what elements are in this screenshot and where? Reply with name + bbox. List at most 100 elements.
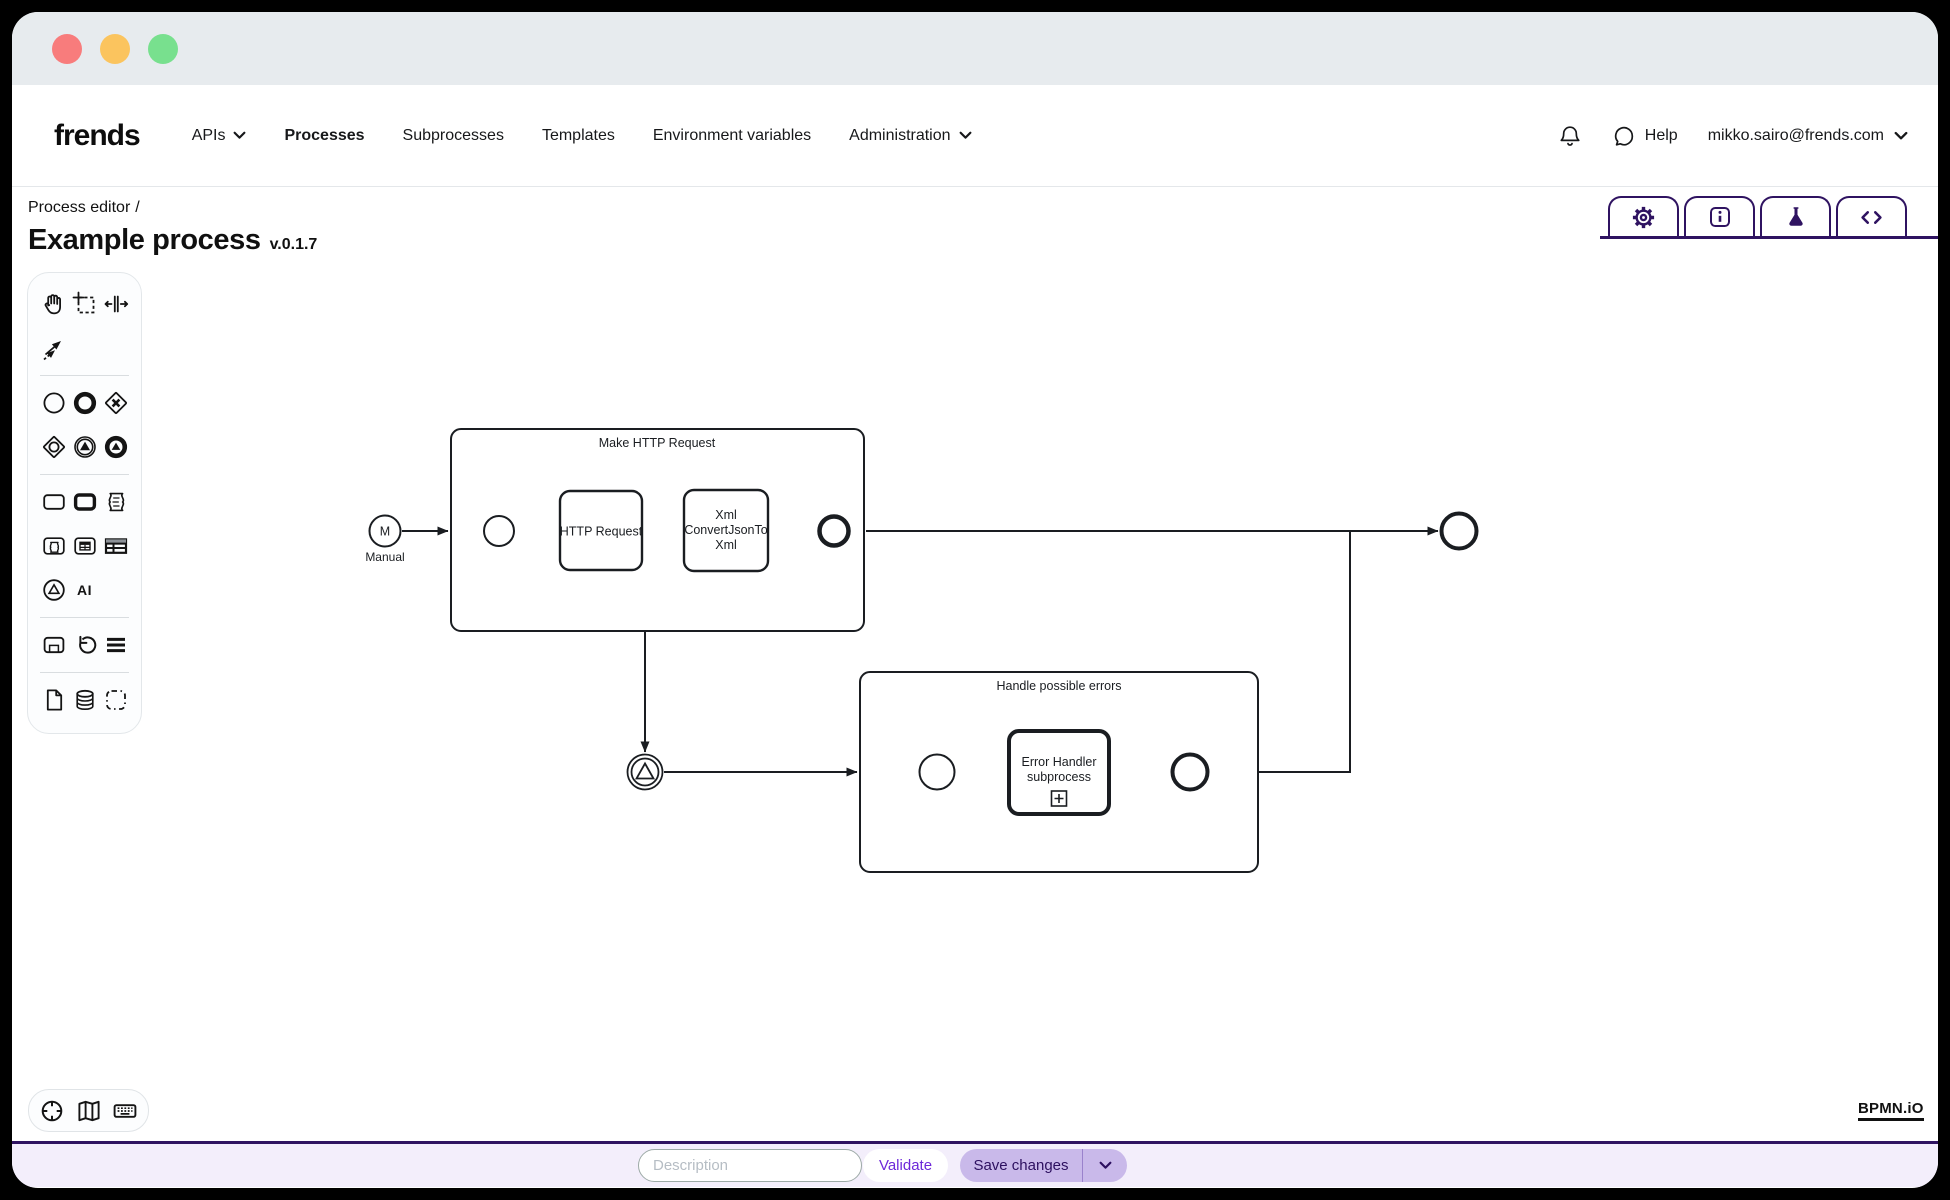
chevron-down-icon <box>959 131 971 139</box>
nav-item-processes[interactable]: Processes <box>284 126 365 144</box>
window-titlebar <box>12 12 1938 85</box>
save-options-dropdown[interactable] <box>1083 1149 1127 1182</box>
svg-text:ConvertJsonTo: ConvertJsonTo <box>684 523 767 537</box>
palette-script-task[interactable] <box>39 531 69 561</box>
menu-icon <box>106 637 125 653</box>
database-icon <box>75 689 94 710</box>
bell-icon <box>1560 125 1580 146</box>
signal-end-icon <box>104 435 127 459</box>
palette-save-state[interactable] <box>39 630 69 660</box>
chat-bubble-icon <box>1614 126 1633 146</box>
tab-settings[interactable] <box>1608 196 1679 236</box>
palette-ai-task[interactable]: AI <box>70 575 100 605</box>
palette-database[interactable] <box>70 685 100 715</box>
process-version: v.0.1.7 <box>269 236 318 253</box>
save-divider <box>1082 1149 1083 1182</box>
palette-file[interactable] <box>39 685 69 715</box>
svg-text:Handle possible errors: Handle possible errors <box>996 679 1121 693</box>
end-event-final[interactable] <box>1439 511 1479 551</box>
start-event-error[interactable] <box>918 753 956 791</box>
close-window-button[interactable] <box>52 33 82 64</box>
map-icon <box>77 1100 100 1121</box>
task-icon <box>42 494 65 510</box>
call-activity-icon <box>73 493 96 511</box>
bpmn-diagram: M Manual Make HTTP Request HTTP Request <box>365 428 1479 873</box>
palette-signal-end-event[interactable] <box>101 432 131 462</box>
user-menu[interactable]: mikko.sairo@frends.com <box>1708 127 1908 145</box>
palette-exclusive-gateway[interactable] <box>101 388 131 418</box>
crosshair-icon <box>41 1100 63 1121</box>
space-tool-icon <box>104 295 128 313</box>
nav-item-templates[interactable]: Templates <box>541 126 615 144</box>
tab-test[interactable] <box>1760 196 1831 236</box>
reset-viewport-button[interactable] <box>38 1097 66 1125</box>
tab-code[interactable] <box>1836 196 1907 236</box>
user-email: mikko.sairo@frends.com <box>1707 126 1884 144</box>
bpmn-palette: AI <box>27 272 142 734</box>
zoom-window-button[interactable] <box>148 33 178 64</box>
task-http-request[interactable]: HTTP Request <box>558 489 644 572</box>
minimap-button[interactable] <box>75 1097 103 1125</box>
ai-icon: AI <box>77 582 92 598</box>
palette-start-event[interactable] <box>39 388 69 418</box>
start-event-inner[interactable] <box>483 515 515 547</box>
palette-script[interactable] <box>101 487 131 517</box>
subprocess-make-http-request[interactable]: Make HTTP Request <box>450 428 865 632</box>
signal-catch-event[interactable] <box>626 753 664 791</box>
tab-info[interactable] <box>1684 196 1755 236</box>
lasso-tool[interactable] <box>70 289 100 319</box>
lasso-icon <box>72 291 94 314</box>
palette-decision-task[interactable] <box>70 531 100 561</box>
nav-item-environment-variables[interactable]: Environment variables <box>652 126 812 144</box>
description-input[interactable] <box>638 1149 862 1182</box>
start-event-manual[interactable]: M Manual <box>365 514 405 565</box>
keyboard-shortcuts-button[interactable] <box>111 1097 139 1125</box>
chevron-down-icon <box>1894 131 1908 139</box>
svg-text:Xml: Xml <box>715 538 737 552</box>
hand-tool[interactable] <box>39 289 69 319</box>
save-changes-button[interactable]: Save changes <box>960 1149 1082 1182</box>
palette-inclusive-gateway[interactable] <box>39 432 69 462</box>
svg-text:Make HTTP Request: Make HTTP Request <box>599 436 716 450</box>
nav-items: APIs Processes Subprocesses Templates En… <box>192 127 972 145</box>
svg-text:M: M <box>380 525 390 539</box>
task-xml-convert[interactable]: Xml ConvertJsonTo Xml <box>682 488 770 573</box>
palette-call-activity[interactable] <box>70 487 100 517</box>
nav-item-apis[interactable]: APIs <box>192 127 247 145</box>
expand-marker[interactable] <box>1050 790 1068 807</box>
svg-text:Error Handler: Error Handler <box>1021 755 1096 769</box>
nav-item-subprocesses[interactable]: Subprocesses <box>402 126 504 144</box>
palette-decision-table[interactable] <box>101 531 131 561</box>
validate-button[interactable]: Validate <box>863 1149 948 1182</box>
end-event-inner[interactable] <box>817 514 851 548</box>
end-event-error[interactable] <box>1170 752 1210 792</box>
call-activity-error-handler[interactable]: Error Handler subprocess <box>1007 729 1111 816</box>
svg-text:subprocess: subprocess <box>1027 770 1091 784</box>
help-button[interactable]: Help <box>1612 124 1678 148</box>
palette-end-event[interactable] <box>70 388 100 418</box>
code-icon <box>1861 210 1882 224</box>
decision-task-icon <box>73 537 96 555</box>
notifications-button[interactable] <box>1558 124 1582 148</box>
palette-task[interactable] <box>39 487 69 517</box>
bpmn-io-watermark[interactable]: BPMN.iO <box>1858 1100 1924 1121</box>
chevron-down-icon <box>234 131 246 139</box>
footer-divider <box>12 1141 1938 1144</box>
minimize-window-button[interactable] <box>100 33 130 64</box>
nav-item-administration[interactable]: Administration <box>849 127 971 145</box>
palette-menu[interactable] <box>101 630 131 660</box>
palette-retry-loop[interactable] <box>70 630 100 660</box>
app-window: frends APIs Processes Subprocesses Templ… <box>12 12 1938 1188</box>
space-tool[interactable] <box>101 289 131 319</box>
frends-logo[interactable]: frends <box>54 118 141 152</box>
palette-signal-catch-event[interactable] <box>70 432 100 462</box>
palette-signal-throw-event[interactable] <box>39 575 69 605</box>
breadcrumb[interactable]: Process editor/ <box>28 199 140 216</box>
global-connect-tool[interactable] <box>39 333 69 363</box>
palette-group[interactable] <box>101 685 131 715</box>
decision-table-icon <box>104 538 127 554</box>
start-event-icon <box>42 392 65 414</box>
top-nav: frends APIs Processes Subprocesses Templ… <box>12 85 1938 187</box>
